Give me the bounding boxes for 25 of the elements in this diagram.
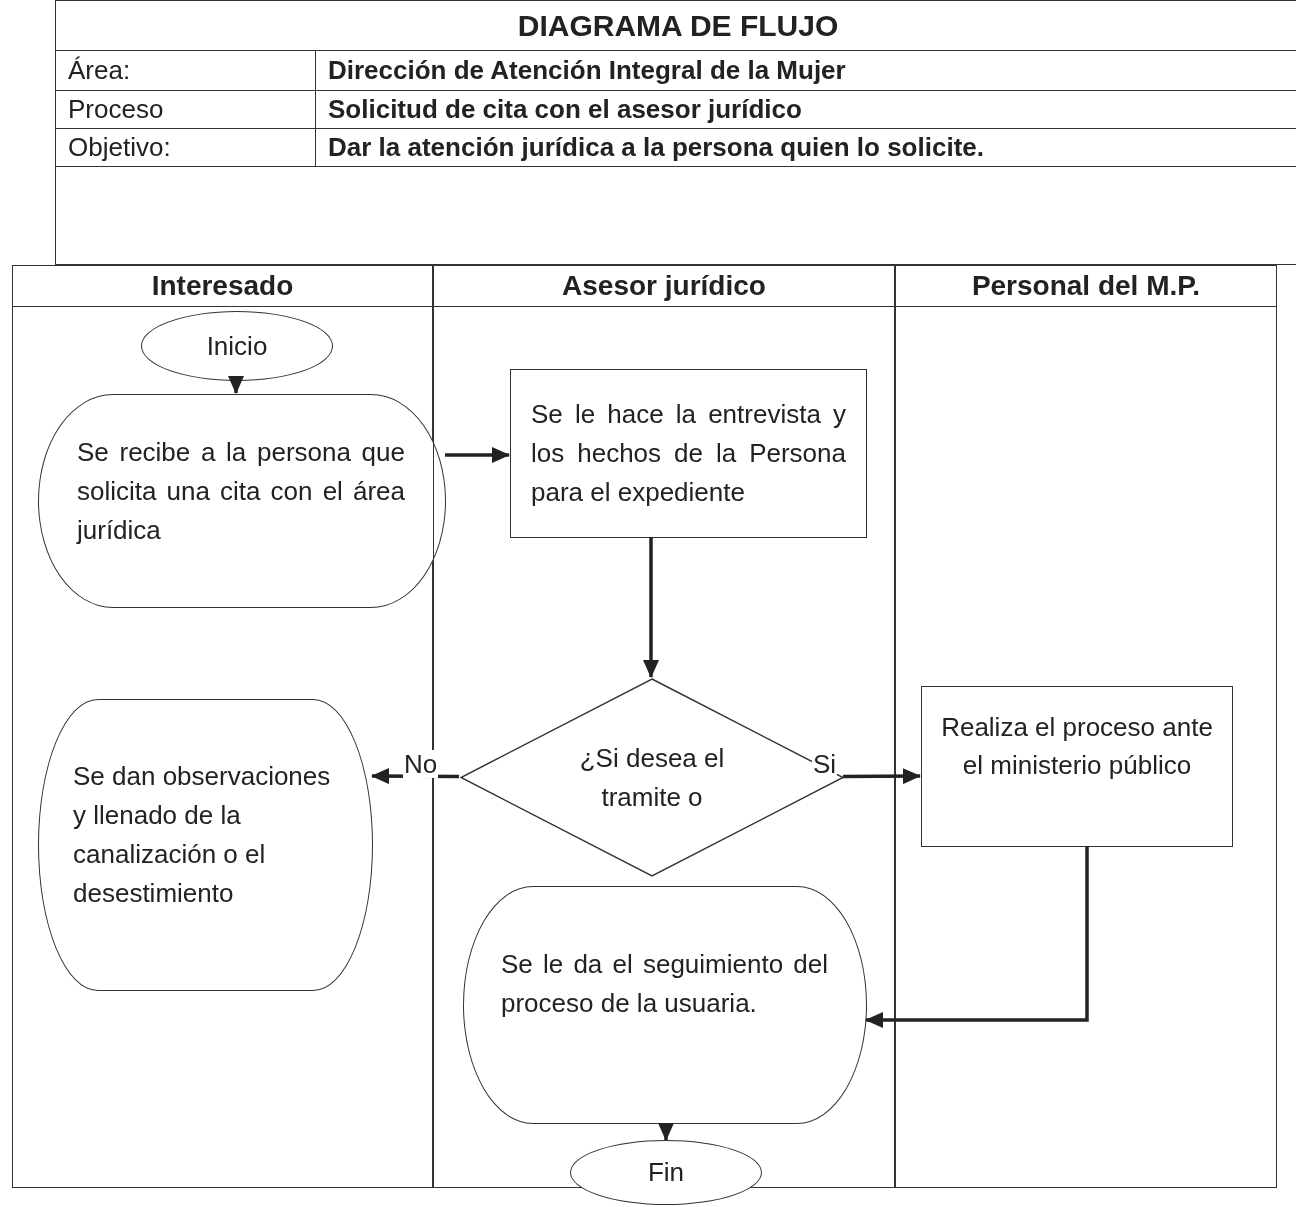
process-box <box>921 686 1233 847</box>
edge-label: No <box>403 750 439 778</box>
process-box <box>510 369 867 538</box>
arrow <box>658 1123 674 1141</box>
field-label-cell: Área: <box>55 50 316 91</box>
lane-header: Interesado <box>13 266 432 307</box>
node-text: Se recibe a la persona que solicita una cita con el área jurídica <box>77 435 405 547</box>
arrow <box>643 537 659 678</box>
lane-header: Asesor jurídico <box>434 266 894 307</box>
node-text: Se dan observaciones y llenado de la canalización o el desestimiento <box>73 760 332 910</box>
node-text: Inicio <box>206 329 268 363</box>
node-text: Realiza el proceso ante el ministerio público <box>940 710 1214 782</box>
field-label-cell: Objetivo: <box>55 128 316 167</box>
arrow <box>228 376 244 394</box>
field-label-cell: Proceso <box>55 90 316 129</box>
node-text: ¿Si desea el tramite o <box>578 741 726 814</box>
node-text: Fin <box>647 1156 685 1189</box>
arrow <box>843 768 921 785</box>
arrow <box>865 846 1089 1028</box>
decision-diamond <box>460 678 844 877</box>
lane-header: Personal del M.P. <box>896 266 1276 307</box>
node-text: Se le da el seguimiento del proceso de la usuaria. <box>501 948 828 1020</box>
node-text: Se le hace la entrevista y los hechos de la Persona para el expediente <box>531 398 846 509</box>
arrow <box>445 447 510 463</box>
title-cell: DIAGRAMA DE FLUJO <box>55 0 1296 51</box>
